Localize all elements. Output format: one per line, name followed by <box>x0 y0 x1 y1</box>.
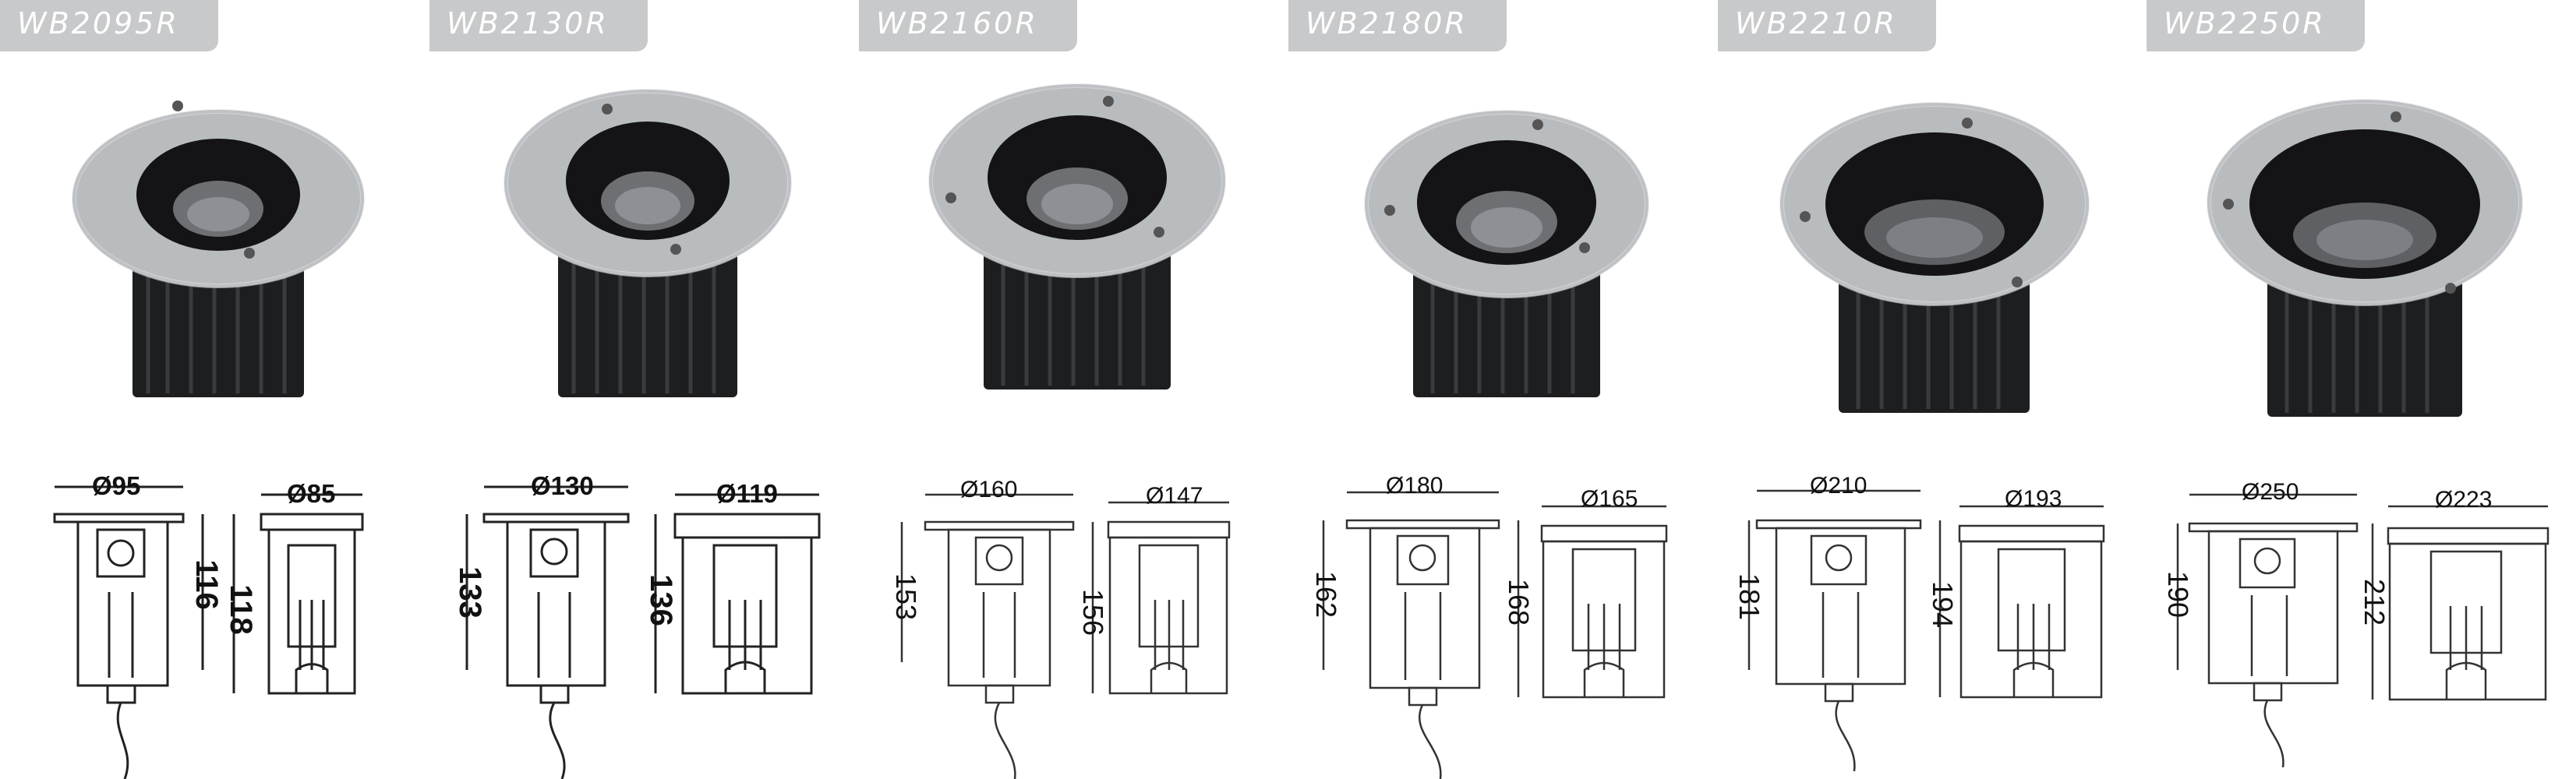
inner-diameter-label: Ø147 <box>1146 483 1203 509</box>
model-name: WB2250R <box>2164 6 2326 41</box>
body-height-label: 181 <box>1733 573 1766 621</box>
product-column: WB2180R <box>1288 0 1718 779</box>
total-height-label: 156 <box>1077 588 1110 636</box>
product-column: WB2130R <box>429 0 859 779</box>
inner-diameter-label: Ø85 <box>287 479 336 508</box>
total-height-label: 136 <box>643 574 678 626</box>
luminaire-photo <box>72 100 365 397</box>
outer-diameter-label: Ø130 <box>531 471 594 500</box>
inner-diameter-label: Ø223 <box>2435 487 2493 513</box>
model-tab: WB2250R <box>2147 0 2365 51</box>
model-name: WB2210R <box>1735 6 1897 41</box>
outer-diameter-label: Ø95 <box>92 471 141 500</box>
product-column: WB2160R <box>859 0 1288 779</box>
luminaire-photo <box>1779 102 2090 413</box>
luminaire-photo <box>1364 110 1649 397</box>
product-column: WB2095R <box>0 0 429 779</box>
total-height-label: 212 <box>2359 578 2391 626</box>
model-name: WB2160R <box>876 6 1038 41</box>
body-height-label: 190 <box>2162 570 2195 619</box>
dimension-drawing <box>53 485 364 779</box>
inner-diameter-label: Ø193 <box>2005 486 2062 512</box>
model-tab: WB2210R <box>1718 0 1936 51</box>
dimension-drawing <box>2176 493 2549 768</box>
body-height-label: 133 <box>452 566 487 619</box>
body-height-label: 116 <box>189 559 224 610</box>
total-height-label: 168 <box>1503 578 1535 626</box>
model-tab: WB2095R <box>0 0 218 51</box>
product-column: WB2210R <box>1718 0 2147 779</box>
total-height-label: 194 <box>1927 580 1959 629</box>
body-height-label: 153 <box>890 573 923 621</box>
dimension-drawing <box>465 485 821 779</box>
total-height-label: 118 <box>223 584 258 635</box>
dimension-drawing <box>900 493 1231 779</box>
model-name: WB2180R <box>1306 6 1468 41</box>
dimension-drawing <box>1322 491 1668 779</box>
outer-diameter-label: Ø250 <box>2242 479 2299 505</box>
inner-diameter-label: Ø165 <box>1581 486 1638 512</box>
outer-diameter-label: Ø180 <box>1386 473 1443 499</box>
product-column: WB2250R <box>2147 0 2576 779</box>
inner-diameter-label: Ø119 <box>716 479 778 508</box>
model-name: WB2095R <box>17 6 179 41</box>
luminaire-photo <box>504 89 792 397</box>
body-height-label: 162 <box>1310 570 1343 619</box>
outer-diameter-label: Ø160 <box>960 477 1018 502</box>
luminaire-photo <box>928 83 1226 390</box>
model-tab: WB2130R <box>429 0 648 51</box>
luminaire-photo <box>2207 99 2523 417</box>
outer-diameter-label: Ø210 <box>1810 473 1868 499</box>
dimension-drawing <box>1747 489 2105 772</box>
model-name: WB2130R <box>447 6 609 41</box>
model-tab: WB2160R <box>859 0 1077 51</box>
model-tab: WB2180R <box>1288 0 1507 51</box>
